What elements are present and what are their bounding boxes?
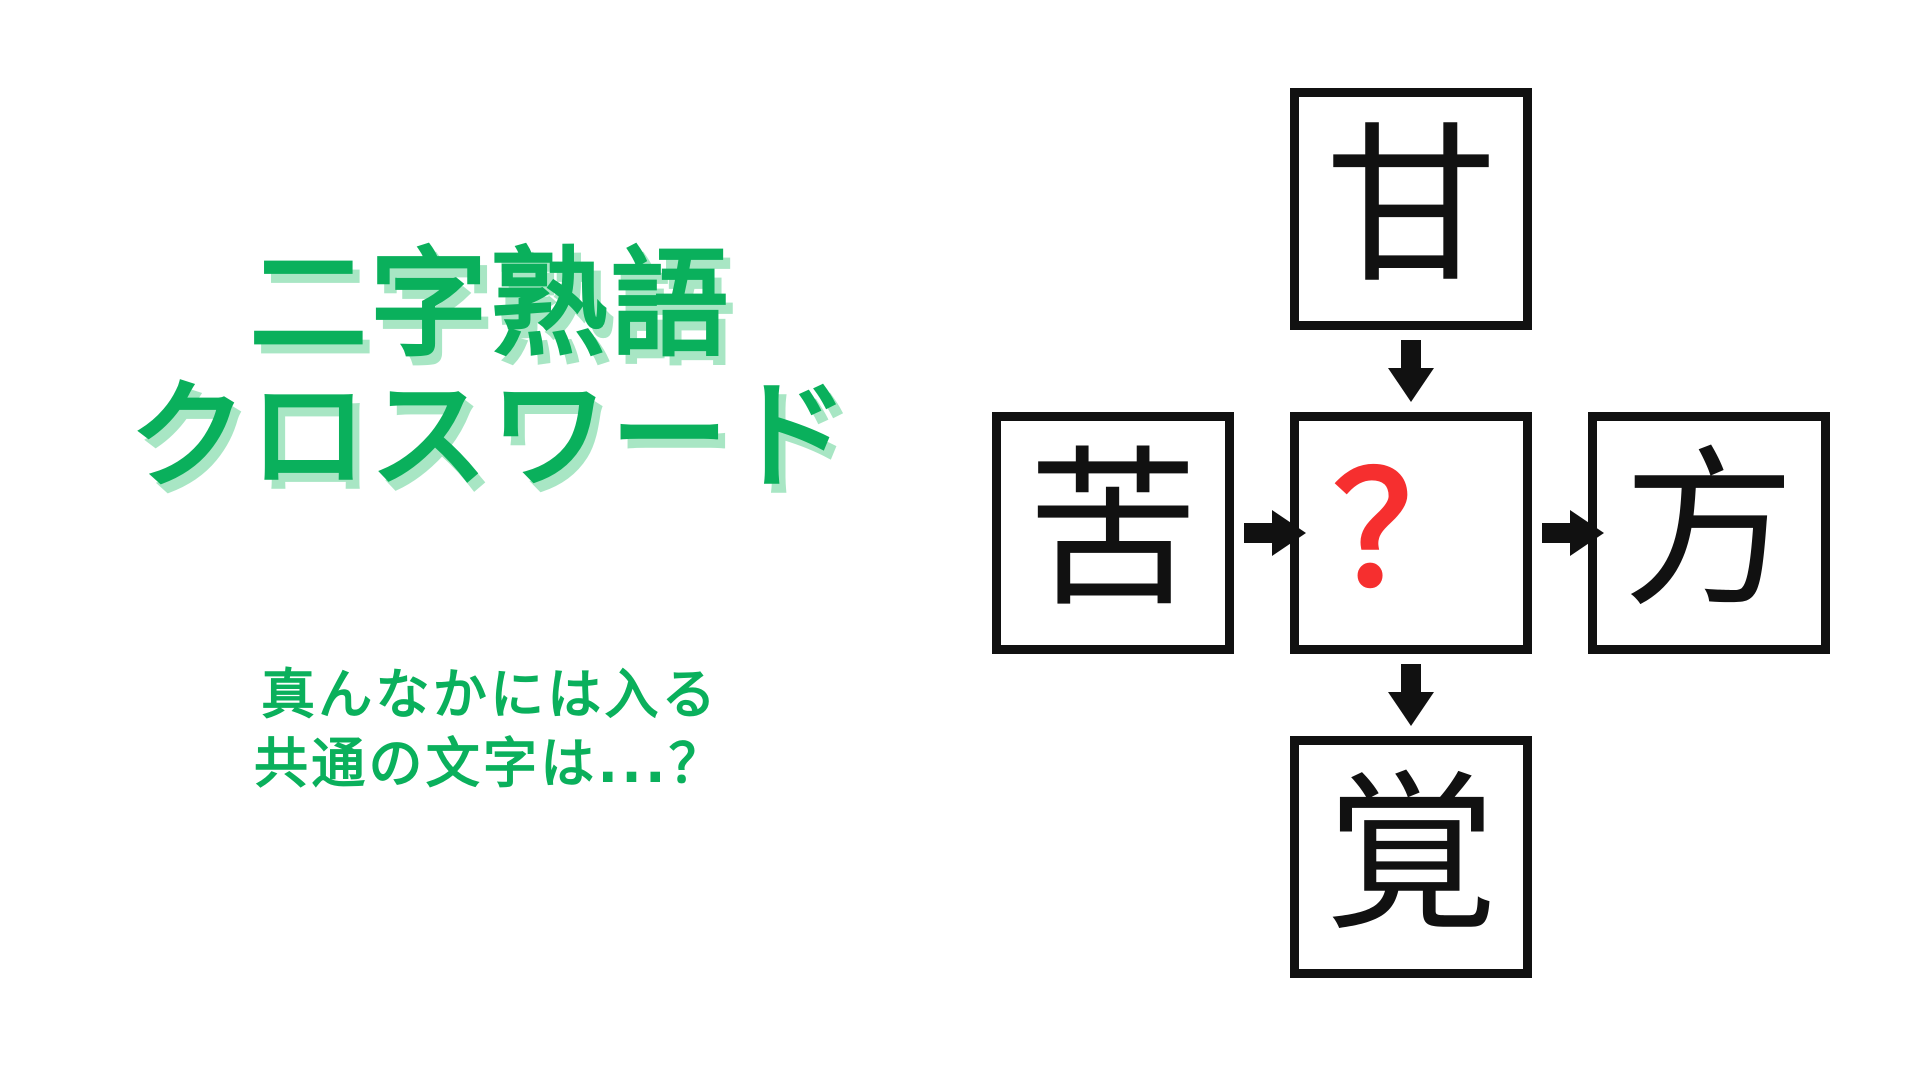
question-mark-glyph: ？ [1333,440,1489,622]
arrow-down-icon-center-to-bottom [1388,664,1434,726]
arrow-head [1388,368,1434,402]
kanji-glyph-right: 方 [1623,430,1795,631]
title-line-2: クロスワード [128,367,852,506]
page-subtitle: 真んなかには入る 共通の文字は...？ [40,660,940,798]
puzzle-cell-top: 甘 [1290,88,1532,330]
puzzle-cell-left: 苦 [992,412,1234,654]
page-title: 二字熟語 クロスワード [40,238,940,502]
arrow-shaft [1542,523,1574,543]
kanji-glyph-left: 苦 [1027,430,1199,631]
subtitle-line-2: 共通の文字は...？ [254,732,726,796]
text-panel: 二字熟語 クロスワード 真んなかには入る 共通の文字は...？ [40,238,940,798]
puzzle-cell-center-answer[interactable]: ？ [1290,412,1532,654]
arrow-head [1388,692,1434,726]
puzzle-cell-right: 方 [1588,412,1830,654]
kanji-glyph-top: 甘 [1325,106,1497,307]
kanji-glyph-bottom: 覚 [1325,754,1497,955]
arrow-shaft [1244,523,1276,543]
puzzle-cell-bottom: 覚 [1290,736,1532,978]
arrow-right-icon-center-to-right [1542,510,1604,556]
subtitle-line-1: 真んなかには入る [261,663,719,726]
arrow-head [1570,510,1604,556]
arrow-shaft [1401,664,1421,696]
arrow-right-icon-left-to-center [1244,510,1306,556]
arrow-shaft [1401,340,1421,372]
arrow-head [1272,510,1306,556]
crossword-diagram: 甘 苦 ？ 方 覚 [980,60,1920,1000]
arrow-down-icon-top-to-center [1388,340,1434,402]
title-line-1: 二字熟語 [249,235,731,373]
